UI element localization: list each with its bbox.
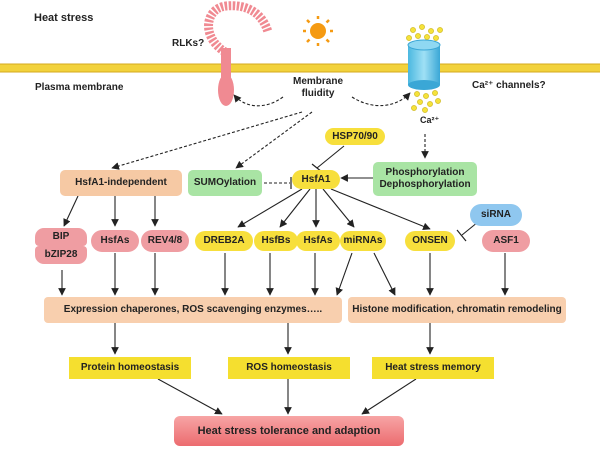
expression-box: Expression chaperones, ROS scavenging en… — [44, 297, 342, 323]
rlk-receptor-icon — [204, 1, 273, 106]
sun-icon — [303, 16, 333, 46]
tolerance-box: Heat stress tolerance and adaption — [174, 416, 404, 446]
phosphorylation-box: Phosphorylation Dephosphorylation — [373, 162, 477, 196]
ca-ion-label: Ca²⁺ — [420, 115, 440, 125]
rlks-label: RLKs? — [172, 38, 205, 49]
rev4-8-node: REV4/8 — [141, 230, 189, 252]
phosphorylation-label: Phosphorylation — [385, 167, 465, 178]
histone-box: Histone modification, chromatin remodeli… — [348, 297, 566, 323]
asf1-node: ASF1 — [482, 230, 530, 252]
sirna-node: siRNA — [470, 204, 522, 226]
bip-node: BIP — [35, 228, 87, 246]
hsfbs-node: HsfBs — [254, 231, 298, 251]
dephosphorylation-label: Dephosphorylation — [379, 179, 471, 190]
ros-homeostasis-box: ROS homeostasis — [228, 357, 350, 379]
bzip28-node: bZIP28 — [35, 246, 87, 264]
membrane-fluidity-label: Membrane fluidity — [292, 76, 343, 99]
sumoylation-box: SUMOylation — [188, 170, 262, 196]
dreb2a-node: DREB2A — [195, 231, 253, 251]
hsfa1-node: HsfA1 — [292, 170, 340, 189]
protein-homeostasis-box: Protein homeostasis — [69, 357, 191, 379]
calcium-channel-icon — [406, 24, 443, 113]
hsfas-mid-node: HsfAs — [296, 231, 340, 251]
plasma-membrane-band — [0, 64, 600, 72]
ca-channels-label: Ca²⁺ channels? — [472, 80, 546, 91]
plasma-membrane-label: Plasma membrane — [35, 82, 124, 93]
onsen-node: ONSEN — [405, 231, 455, 251]
hsfas-left-node: HsfAs — [91, 230, 139, 252]
title: Heat stress — [34, 12, 94, 24]
heat-stress-memory-box: Heat stress memory — [372, 357, 494, 379]
hsp70-90-node: HSP70/90 — [325, 128, 385, 145]
hsfa1-independent-box: HsfA1-independent — [60, 170, 182, 196]
mirnas-node: miRNAs — [340, 231, 386, 251]
